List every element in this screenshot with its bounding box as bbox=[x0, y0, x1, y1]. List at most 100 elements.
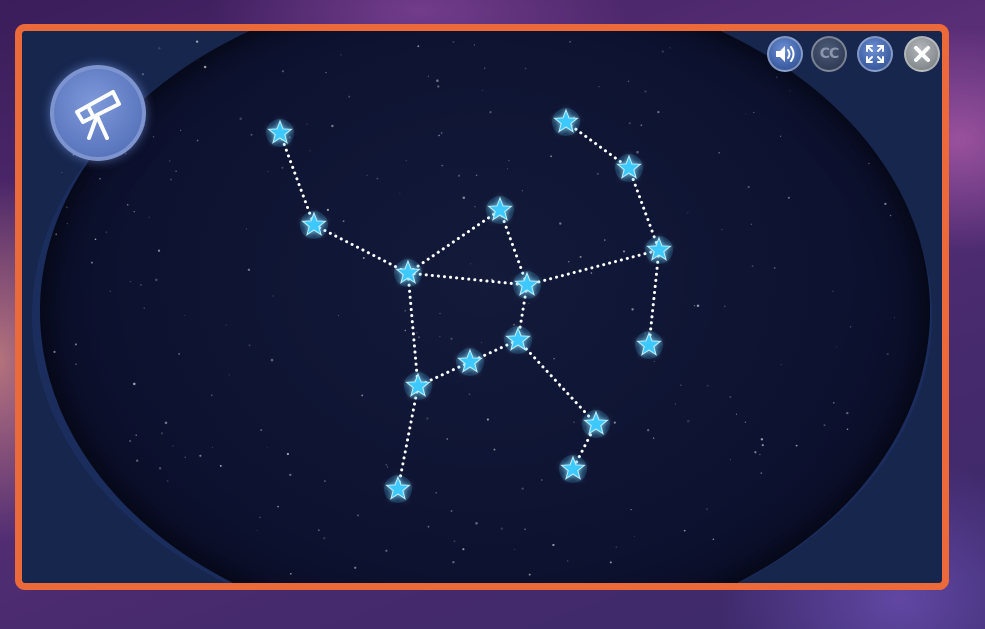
constellation-star-s5[interactable] bbox=[514, 271, 540, 296]
background-star bbox=[609, 561, 612, 564]
background-star bbox=[833, 402, 835, 404]
constellation-star-s4[interactable] bbox=[487, 196, 513, 221]
background-star bbox=[61, 171, 63, 174]
background-star bbox=[528, 302, 530, 305]
background-star bbox=[203, 65, 207, 69]
constellation-star-s15[interactable] bbox=[560, 455, 586, 480]
background-star bbox=[126, 204, 129, 206]
background-star bbox=[281, 70, 285, 73]
background-star bbox=[441, 164, 444, 167]
background-star bbox=[462, 196, 466, 199]
background-star bbox=[286, 452, 290, 456]
background-star bbox=[155, 278, 158, 282]
telescope-button[interactable] bbox=[50, 65, 146, 161]
background-star bbox=[759, 453, 761, 456]
fullscreen-button[interactable] bbox=[857, 36, 893, 72]
background-star bbox=[141, 73, 145, 76]
background-star bbox=[211, 394, 213, 396]
background-star bbox=[248, 344, 251, 347]
background-star bbox=[776, 76, 778, 78]
background-star bbox=[105, 231, 108, 233]
background-star bbox=[184, 314, 186, 316]
background-star bbox=[427, 525, 430, 528]
background-star bbox=[148, 216, 150, 218]
constellation-star-s13[interactable] bbox=[385, 475, 411, 500]
constellation-star-s7[interactable] bbox=[616, 154, 642, 179]
background-star bbox=[744, 421, 747, 423]
background-star bbox=[644, 332, 646, 335]
background-star bbox=[630, 508, 632, 511]
background-star bbox=[760, 472, 763, 474]
telescope-icon bbox=[75, 90, 121, 140]
background-star bbox=[789, 90, 791, 92]
background-star bbox=[267, 171, 269, 173]
background-star bbox=[573, 421, 575, 424]
background-star bbox=[259, 516, 261, 519]
background-star bbox=[886, 352, 889, 356]
background-star bbox=[356, 514, 360, 517]
background-star bbox=[139, 283, 142, 286]
background-star bbox=[528, 573, 531, 576]
background-star bbox=[288, 136, 291, 139]
background-star bbox=[473, 44, 475, 46]
constellation-line bbox=[406, 271, 420, 388]
background-star bbox=[506, 168, 508, 170]
constellation-star-s2[interactable] bbox=[301, 211, 327, 236]
background-star bbox=[657, 110, 660, 114]
background-star bbox=[133, 211, 135, 213]
background-star bbox=[474, 206, 476, 208]
speaker-icon bbox=[776, 46, 795, 62]
constellation-star-s8[interactable] bbox=[646, 236, 672, 261]
background-star bbox=[435, 491, 438, 494]
background-star bbox=[175, 170, 177, 173]
sound-button[interactable] bbox=[767, 36, 803, 72]
background-star bbox=[289, 473, 292, 477]
background-star bbox=[846, 428, 849, 431]
background-star bbox=[250, 133, 253, 136]
background-star bbox=[680, 384, 682, 386]
background-star bbox=[324, 480, 326, 482]
background-star bbox=[65, 206, 68, 209]
background-star bbox=[718, 152, 720, 154]
background-star bbox=[376, 177, 379, 180]
background-star bbox=[266, 446, 268, 448]
background-star bbox=[521, 189, 524, 192]
constellation-star-s12[interactable] bbox=[405, 372, 431, 397]
background-star bbox=[482, 89, 483, 91]
background-star bbox=[436, 79, 439, 82]
background-star bbox=[144, 124, 146, 126]
background-star bbox=[850, 326, 852, 328]
background-star bbox=[199, 454, 202, 457]
constellation-star-s9[interactable] bbox=[636, 331, 662, 356]
background-star bbox=[164, 421, 168, 425]
constellation-star-s6[interactable] bbox=[553, 108, 579, 133]
background-star bbox=[228, 374, 230, 376]
background-star bbox=[306, 123, 308, 125]
background-star bbox=[340, 54, 342, 56]
constellation-line bbox=[406, 271, 529, 287]
background-star bbox=[75, 363, 77, 366]
background-star bbox=[195, 40, 199, 43]
background-star bbox=[160, 432, 164, 435]
constellation-star-s3[interactable] bbox=[395, 259, 421, 284]
close-button[interactable] bbox=[904, 36, 940, 72]
background-star bbox=[750, 223, 753, 225]
background-star bbox=[590, 272, 593, 274]
background-star bbox=[552, 543, 555, 547]
constellation-star-s10[interactable] bbox=[505, 326, 531, 351]
constellation-star-s14[interactable] bbox=[583, 410, 609, 435]
background-star bbox=[653, 360, 655, 362]
constellation-star-s11[interactable] bbox=[457, 348, 483, 373]
background-star bbox=[868, 162, 870, 165]
constellation-line bbox=[516, 338, 598, 426]
background-star bbox=[683, 529, 686, 532]
background-star bbox=[524, 528, 526, 531]
background-star bbox=[450, 337, 453, 341]
background-star bbox=[622, 250, 626, 253]
background-star bbox=[90, 261, 93, 264]
background-star bbox=[550, 155, 553, 158]
closed-captions-button[interactable]: CC bbox=[811, 36, 847, 72]
constellation-star-s1[interactable] bbox=[267, 119, 293, 144]
background-star bbox=[135, 459, 139, 462]
